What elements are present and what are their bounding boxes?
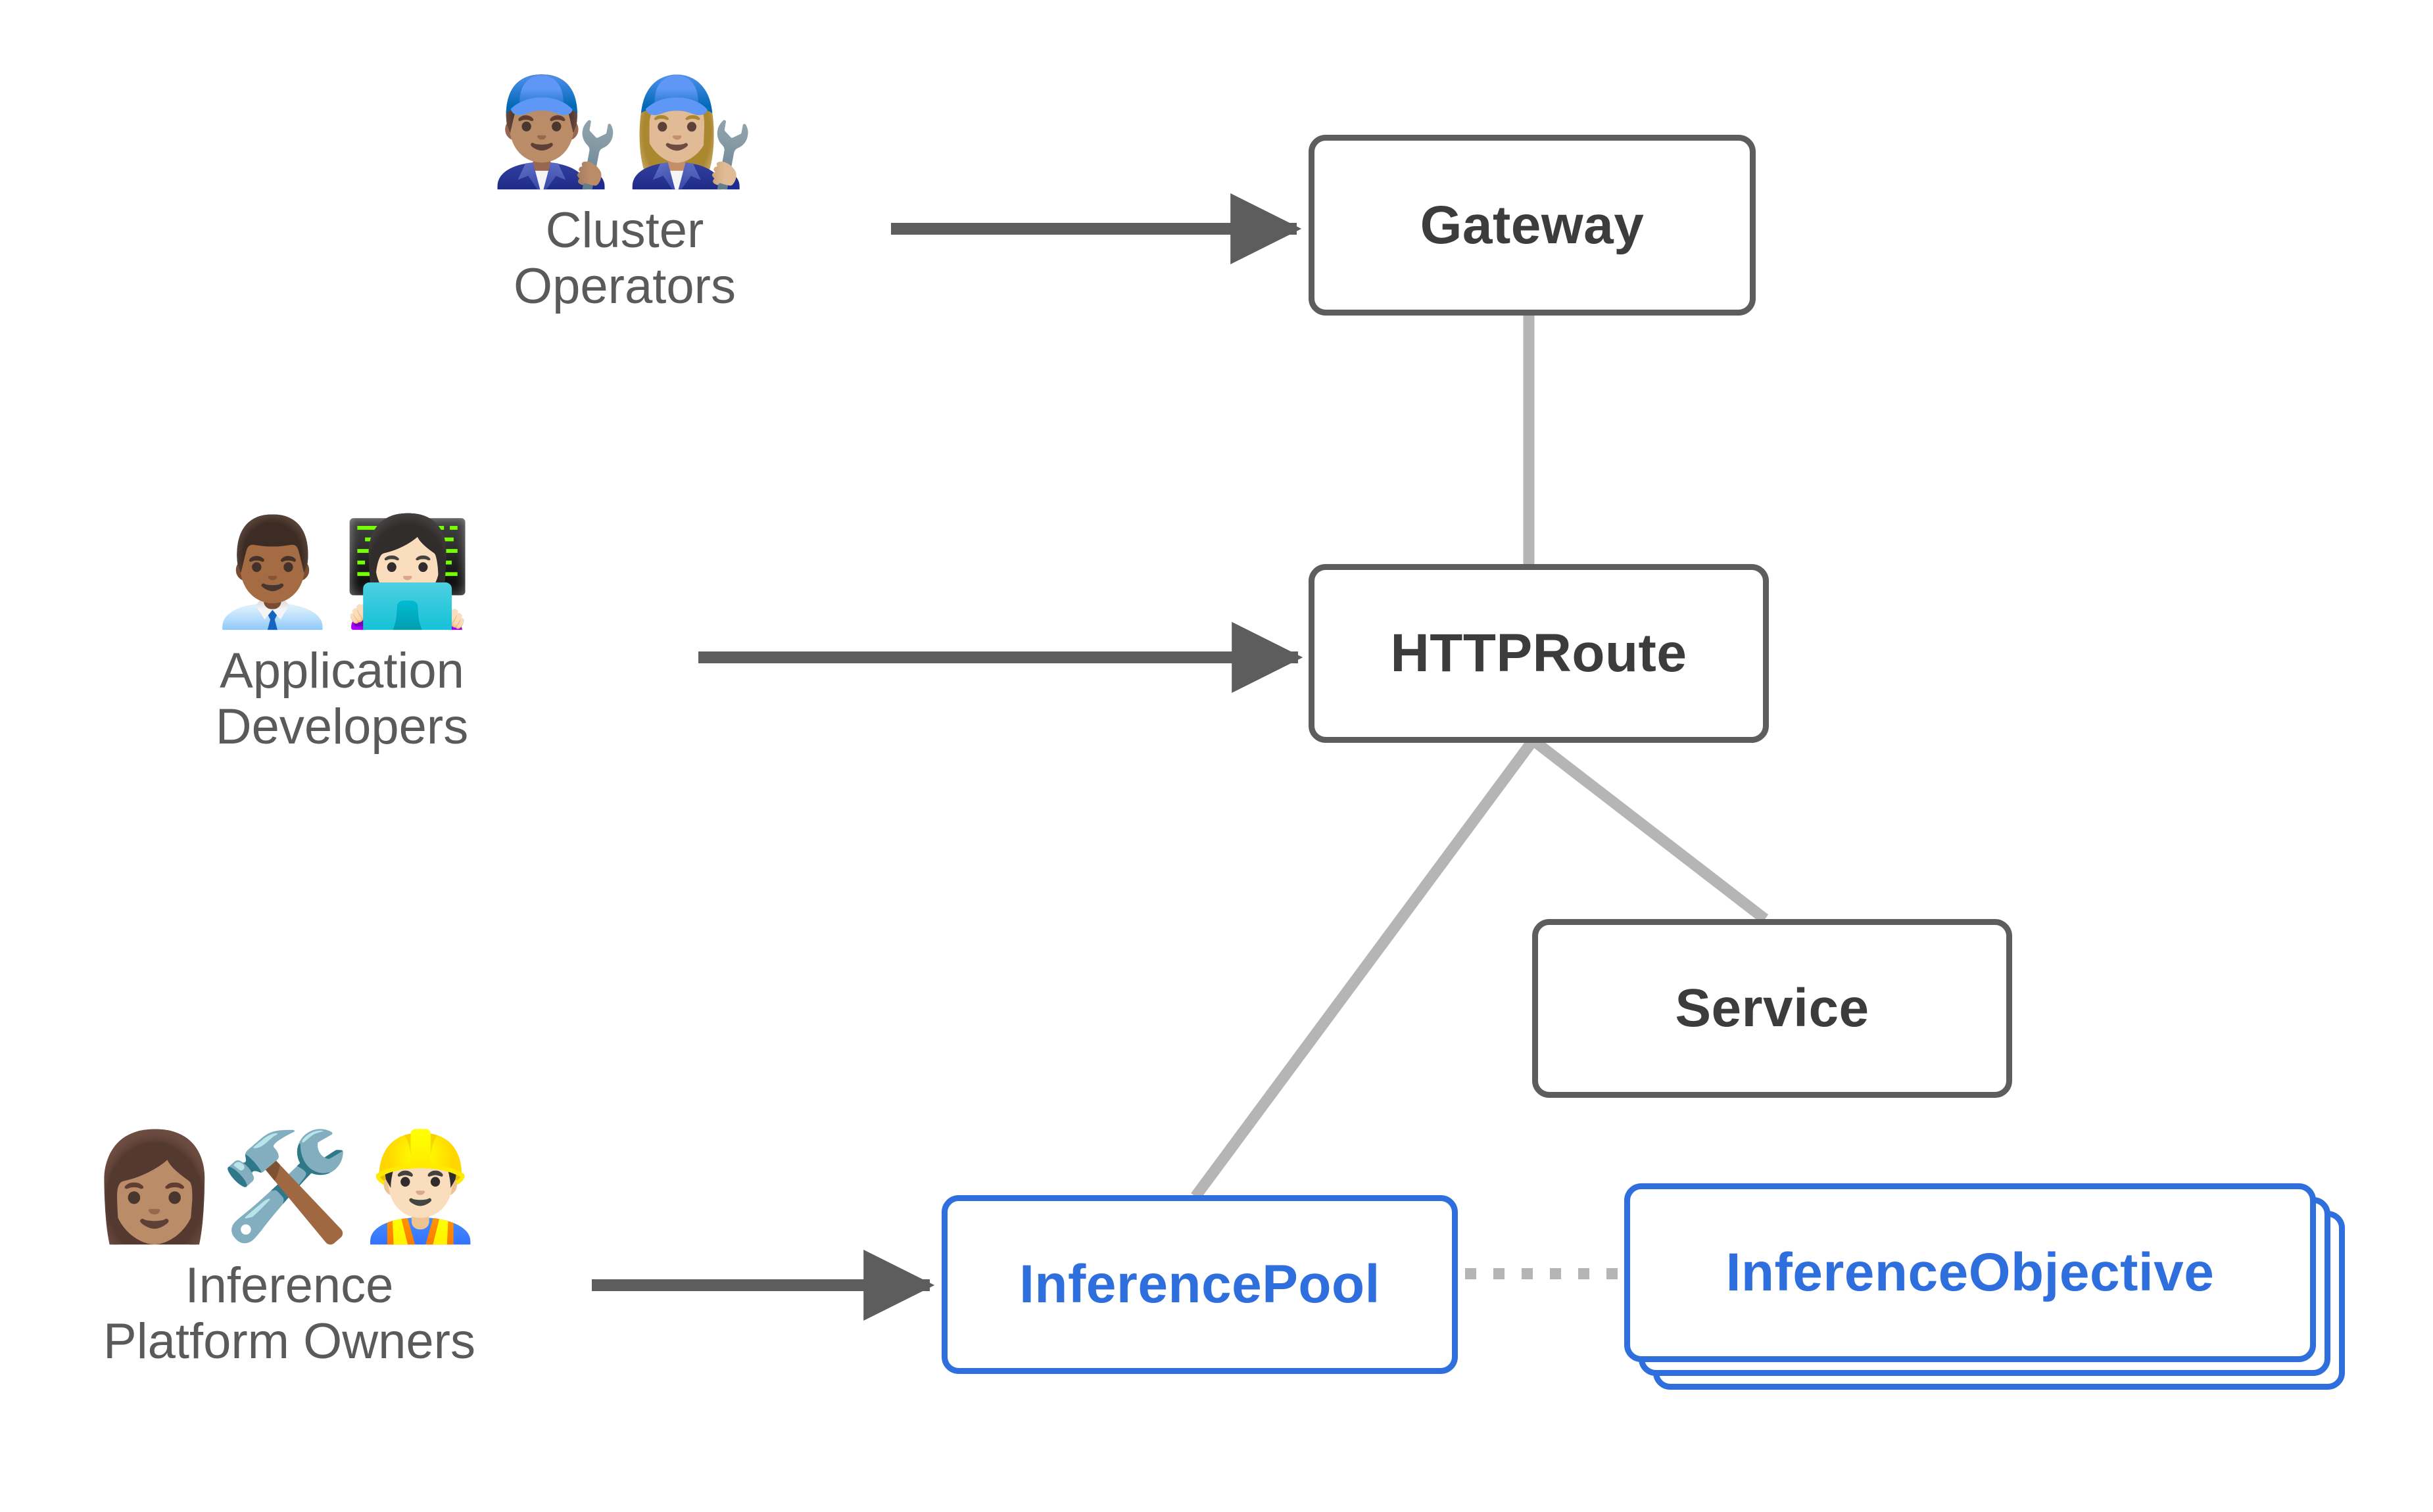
edge-httproute-to-inferencepool	[1191, 738, 1537, 1200]
inference-platform-owners-avatars: 👩🏽‍🛠️👷🏻‍♂️	[89, 1125, 490, 1248]
link-dot	[1578, 1267, 1589, 1279]
link-dot	[1522, 1267, 1533, 1279]
cluster-operators-label: Cluster Operators	[514, 202, 736, 315]
edge-inferencepool-to-inferenceobjective	[1465, 1267, 1618, 1279]
link-dot	[1493, 1267, 1505, 1279]
edge-httproute-to-service	[1531, 737, 1769, 924]
link-dot	[1550, 1267, 1561, 1279]
link-dot	[1465, 1267, 1476, 1279]
application-developers-label: Application Developers	[215, 643, 469, 755]
node-service[interactable]: Service	[1532, 919, 2012, 1098]
node-service-label: Service	[1675, 978, 1869, 1038]
node-inferencepool[interactable]: InferencePool	[942, 1195, 1458, 1374]
inference-platform-owners-label: Inference Platform Owners	[103, 1258, 475, 1370]
node-inferenceobjective-label: InferenceObjective	[1725, 1242, 2215, 1302]
persona-inference-platform-owners: 👩🏽‍🛠️👷🏻‍♂️ Inference Platform Owners	[0, 1125, 605, 1370]
node-gateway[interactable]: Gateway	[1309, 135, 1756, 316]
node-inferencepool-label: InferencePool	[1019, 1254, 1380, 1314]
cluster-operators-avatars: 👨🏽‍🔧👩🏼‍🔧	[489, 70, 760, 193]
node-httproute[interactable]: HTTPRoute	[1309, 564, 1769, 743]
node-gateway-label: Gateway	[1420, 195, 1645, 255]
link-dot	[1606, 1267, 1618, 1279]
persona-cluster-operators: 👨🏽‍🔧👩🏼‍🔧 Cluster Operators	[421, 70, 829, 315]
node-inferenceobjective[interactable]: InferenceObjective	[1624, 1183, 2316, 1362]
persona-application-developers: 👨🏾‍💼👩🏻‍💻 Application Developers	[125, 519, 559, 755]
node-httproute-label: HTTPRoute	[1390, 623, 1687, 683]
application-developers-avatars: 👨🏾‍💼👩🏻‍💻	[206, 510, 477, 633]
